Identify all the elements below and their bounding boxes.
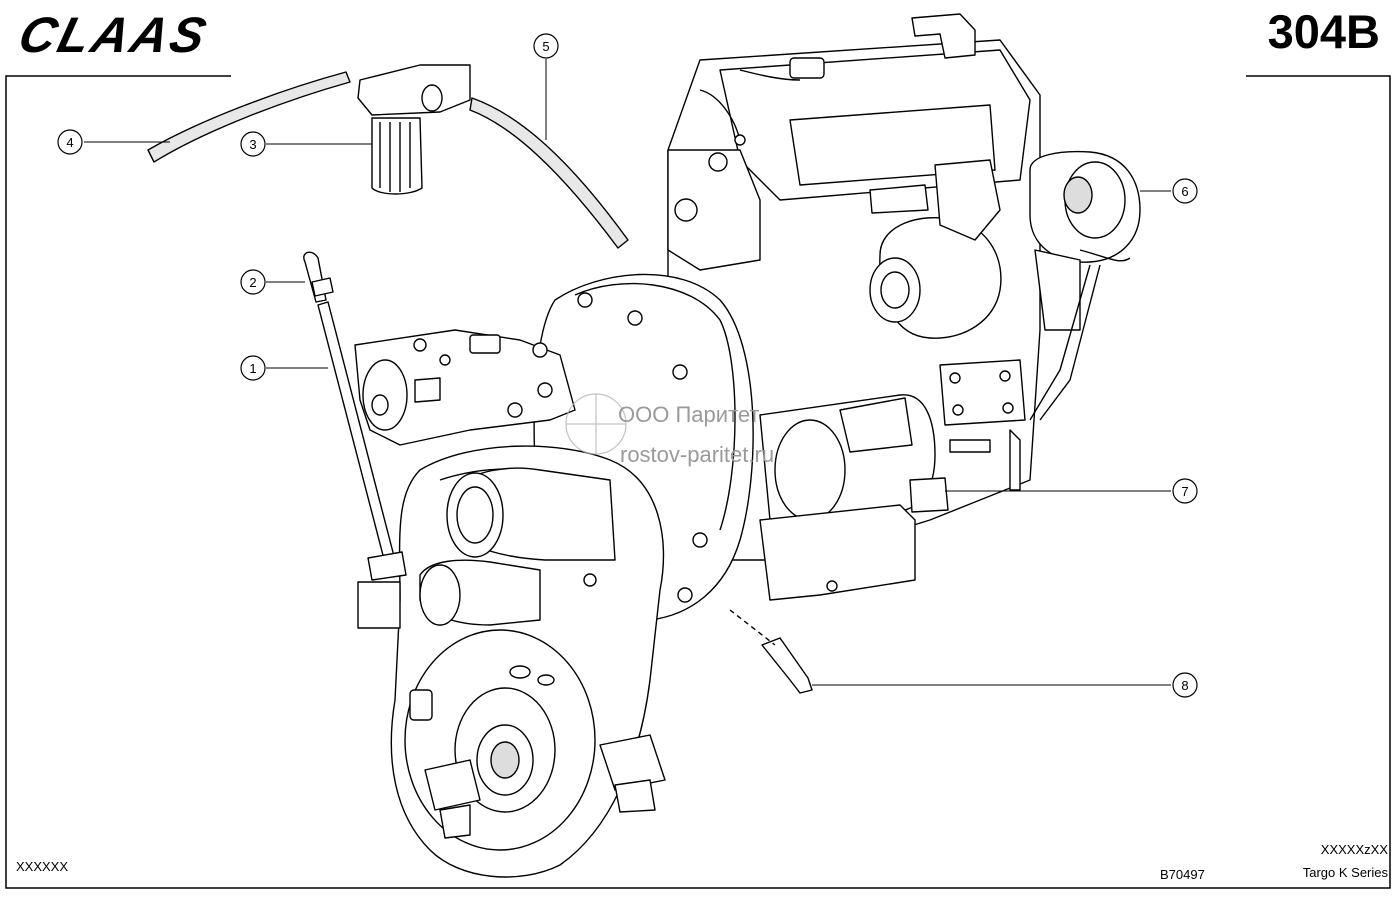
callout-8-circle: [1172, 672, 1198, 698]
page-frame: [5, 75, 1391, 889]
callout-5-label: 5: [542, 39, 549, 54]
callout-4-label: 4: [66, 135, 73, 150]
callout-8-label: 8: [1181, 678, 1188, 693]
callout-numbers: 1 2 3 4 5 6 7 8: [66, 39, 1188, 693]
callout-leaders: [84, 59, 1171, 686]
frame-border: [5, 75, 1391, 889]
fuel-hose-right: [469, 97, 629, 249]
watermark-company: ООО Паритет: [618, 402, 760, 427]
series-label: Targo K Series: [1302, 865, 1388, 880]
page-code: 304B: [1267, 5, 1380, 58]
callout-7-circle: [1172, 478, 1198, 504]
watermark-logo: [565, 393, 627, 455]
callout-markers: [57, 33, 1198, 698]
watermark-url: rostov-paritet.ru: [620, 442, 775, 467]
sensor-8: [761, 637, 813, 694]
callout-1-label: 1: [249, 361, 256, 376]
callout-6-circle: [1172, 178, 1198, 204]
fuel-filter-head: [357, 64, 471, 116]
callout-2-label: 2: [249, 275, 256, 290]
engine-drawing: [147, 13, 1141, 878]
callout-2-circle: [240, 269, 266, 295]
footer-right-code: XXXXXzXX: [1320, 842, 1388, 857]
callout-1-circle: [240, 355, 266, 381]
fuel-hose-left: [147, 71, 351, 163]
drawing-number: B70497: [1160, 867, 1205, 882]
callout-4-circle: [57, 129, 83, 155]
footer-left-code: XXXXXX: [16, 859, 69, 874]
callout-5-circle: [533, 33, 559, 59]
callout-6-label: 6: [1181, 184, 1188, 199]
callout-7-label: 7: [1181, 484, 1188, 499]
callout-3-circle: [240, 131, 266, 157]
callout-3-label: 3: [249, 137, 256, 152]
starter-motor: [759, 394, 936, 521]
